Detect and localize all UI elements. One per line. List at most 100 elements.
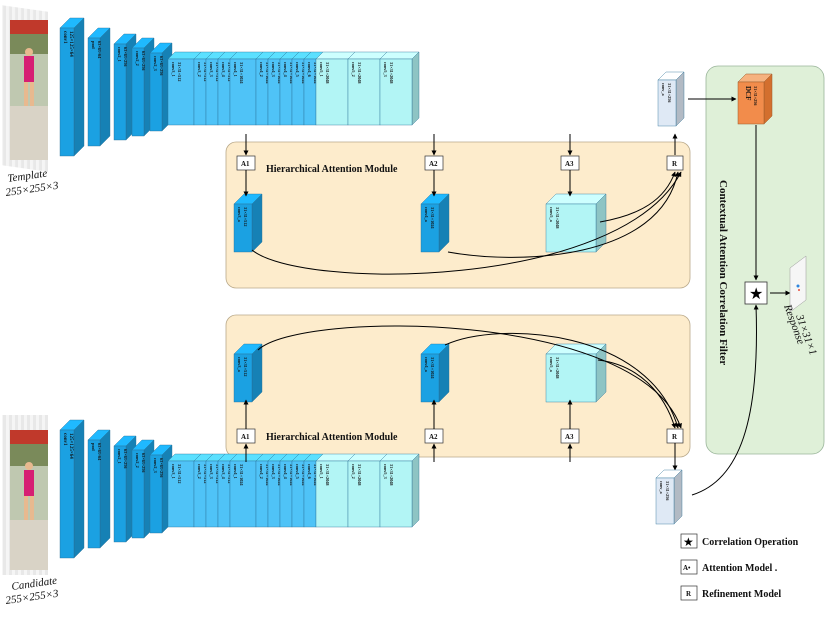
- legend: ★ Correlation Operation A• Attention Mod…: [680, 533, 799, 601]
- tag-a2-top: A2: [424, 155, 444, 171]
- legend-attention: Attention Model .: [702, 563, 778, 574]
- candidate-layer-conv2_3-label-1: 63×63×256: [159, 458, 164, 477]
- dcf-size: 31×31×256: [753, 86, 758, 105]
- template-layer-conv2_3-label-0: conv2_3: [153, 56, 158, 71]
- template-layer-conv1-label-1: 125×125×64: [68, 31, 73, 57]
- svg-text:A2: A2: [429, 433, 438, 441]
- tag-a1-bottom: A1: [236, 428, 256, 444]
- candidate-layer-conv4_3-label-0: conv4_3: [271, 464, 276, 479]
- template-layer-conv2_1-label-0: conv2_1: [117, 47, 122, 62]
- dcf-label: DCF: [744, 86, 752, 100]
- candidate-layer-conv3_2-label-0: conv3_2: [197, 464, 202, 479]
- candidate-layer-conv5_1-label-1: 31×31×2048: [325, 464, 330, 486]
- template-caption-name: Template: [7, 168, 48, 185]
- template-layer-conv5_3-label-1: 31×31×2048: [389, 62, 394, 84]
- template-layer-conv4_1-label-0: conv4_1: [233, 62, 238, 77]
- candidate-refined-conv_a-label-0: conv_a: [659, 481, 664, 494]
- arrows-bottom: [243, 290, 791, 496]
- tag-a3-bottom: A3: [560, 428, 580, 444]
- candidate-layer-conv4_2-label-1: 31×31×1024: [265, 464, 270, 486]
- template-refined-conv_a-label-0: conv_a: [661, 83, 666, 96]
- template-layer-conv2_2-label-1: 63×63×256: [141, 51, 146, 70]
- template-layer-conv4_4-label-0: conv4_4: [283, 62, 288, 78]
- template-image: [2, 5, 48, 172]
- svg-text:A1: A1: [241, 160, 250, 168]
- template-layer-conv3_3-label-0: conv3_3: [209, 62, 214, 77]
- legend-star-icon: ★: [683, 535, 694, 549]
- candidate-layer-conv4_6-label-0: conv4_6: [307, 464, 312, 479]
- svg-text:R: R: [672, 160, 678, 168]
- template-layer-pool-label-1: 63×63×64: [97, 41, 102, 59]
- candidate-layer-conv3_4-label-0: conv3_4: [221, 464, 226, 480]
- dcf-block: DCF 31×31×256: [737, 73, 773, 125]
- candidate-layer-conv4_4-label-1: 31×31×1024: [289, 464, 294, 486]
- candidate-layer-conv5_2-label-1: 31×31×2048: [357, 464, 362, 486]
- candidate-layer-pool-label-0: pool: [91, 443, 96, 452]
- template-layer-pool-label-0: pool: [91, 41, 96, 50]
- candidate-layer-conv4_1-label-1: 31×31×1024: [239, 464, 244, 486]
- template-attention-conv5_a-label-1: 31×31×2048: [555, 207, 560, 229]
- legend-correlation: Correlation Operation: [702, 537, 799, 548]
- candidate-layer-conv4_4-label-0: conv4_4: [283, 464, 288, 480]
- candidate-layer-conv5_2-label-0: conv5_2: [351, 464, 356, 479]
- template-layer-conv2_2-label-0: conv2_2: [135, 51, 140, 66]
- tag-a3-top: A3: [560, 155, 580, 171]
- svg-text:R: R: [672, 433, 678, 441]
- legend-refinement-key: R: [686, 590, 692, 598]
- candidate-layer-conv2_1-label-0: conv2_1: [117, 449, 122, 464]
- candidate-attention-conv3_a-label-0: conv3_a: [237, 357, 242, 373]
- candidate-attention-conv5_a-label-1: 31×31×2048: [555, 357, 560, 379]
- template-layer-conv4_3-label-0: conv4_3: [271, 62, 276, 77]
- template-layer-conv2_3-label-1: 63×63×256: [159, 56, 164, 75]
- template-layer-conv4_2-label-0: conv4_2: [259, 62, 264, 77]
- correlation-operation: ★: [744, 281, 768, 305]
- candidate-layer-conv4_3-label-1: 31×31×1024: [277, 464, 282, 486]
- template-layer-conv3_3-label-1: 31×31×512: [215, 62, 220, 81]
- candidate-layer-conv2_1-label-1: 63×63×256: [123, 449, 128, 468]
- template-layer-conv3_2-label-1: 31×31×512: [203, 62, 208, 81]
- template-refined-conv_a-label-1: 31×31×256: [667, 83, 672, 102]
- tag-a1-top: A1: [236, 155, 256, 171]
- template-attention-conv4_a-label-1: 31×31×1024: [430, 207, 435, 229]
- candidate-layer-conv2_2-label-1: 63×63×256: [141, 453, 146, 472]
- candidate-layer-conv5_3-label-0: conv5_3: [383, 464, 388, 479]
- template-layer-conv5_2-label-0: conv5_2: [351, 62, 356, 77]
- template-layer-conv3_1-label-1: 31×31×512: [177, 62, 182, 81]
- template-layer-conv1-label-0: conv1: [62, 31, 67, 44]
- candidate-layer-conv1-label-1: 125×125×64: [68, 433, 73, 459]
- candidate-layer-conv5_3-label-1: 31×31×2048: [389, 464, 394, 486]
- candidate-attention-conv4_a-label-0: conv4_a: [424, 357, 429, 373]
- template-layer-conv5_1-label-1: 31×31×2048: [325, 62, 330, 84]
- candidate-layer-conv4_1-label-0: conv4_1: [233, 464, 238, 479]
- candidate-layer-conv1-label-0: conv1: [62, 433, 67, 446]
- template-layer-conv4_4-label-1: 31×31×1024: [289, 62, 294, 84]
- candidate-layer-conv3_3-label-0: conv3_3: [209, 464, 214, 479]
- candidate-attention-conv5_a-label-0: conv5_a: [549, 357, 554, 373]
- candidate-image: [2, 415, 48, 575]
- arrows-top: [243, 96, 759, 281]
- tag-r-bottom: R: [666, 428, 684, 444]
- legend-refinement: Refinement Model: [702, 589, 781, 600]
- template-layer-conv3_2-label-0: conv3_2: [197, 62, 202, 77]
- candidate-attention-conv3_a-label-1: 31×31×512: [243, 357, 248, 376]
- template-layer-conv3_4-label-1: 31×31×512: [227, 62, 232, 81]
- candidate-layer-conv4_6-label-1: 31×31×1024: [313, 464, 318, 486]
- candidate-refined-conv_a-label-1: 31×31×256: [665, 481, 670, 500]
- template-layer-conv4_6-label-1: 31×31×1024: [313, 62, 318, 84]
- tag-a2-bottom: A2: [424, 428, 444, 444]
- candidate-layer-conv3_4-label-1: 31×31×512: [227, 464, 232, 483]
